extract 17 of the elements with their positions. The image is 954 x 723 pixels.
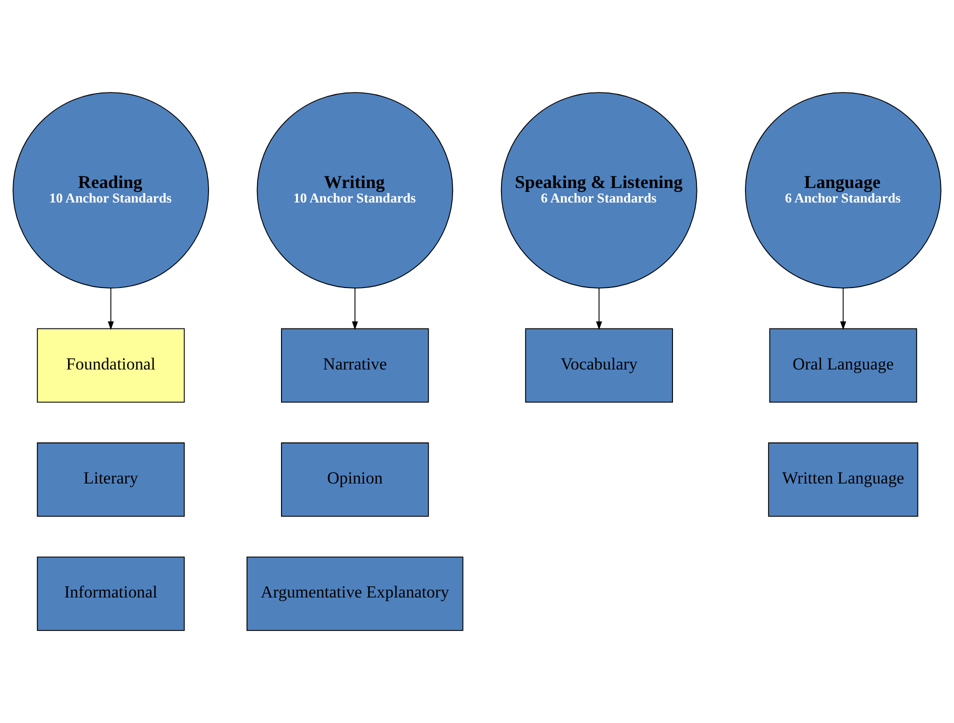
arrow <box>596 288 602 330</box>
node-box: Argumentative Explanatory <box>246 556 464 631</box>
node-circle: Language 6 Anchor Standards <box>744 92 942 288</box>
node-circle: Writing 10 Anchor Standards <box>256 92 454 288</box>
node-box: Vocabulary <box>525 328 673 403</box>
node-box: Opinion <box>281 442 429 517</box>
arrow <box>108 288 114 330</box>
node-circle: Speaking & Listening 6 Anchor Standards <box>500 92 698 288</box>
node-circle: Reading 10 Anchor Standards <box>12 92 210 288</box>
node-box: Oral Language <box>769 328 918 403</box>
node-box: Narrative <box>281 328 429 403</box>
node-box: Informational <box>36 556 185 631</box>
node-box: Written Language <box>768 442 918 517</box>
arrow <box>352 288 358 330</box>
arrow <box>840 288 846 330</box>
node-box: Literary <box>36 442 185 517</box>
node-box: Foundational <box>36 328 185 403</box>
